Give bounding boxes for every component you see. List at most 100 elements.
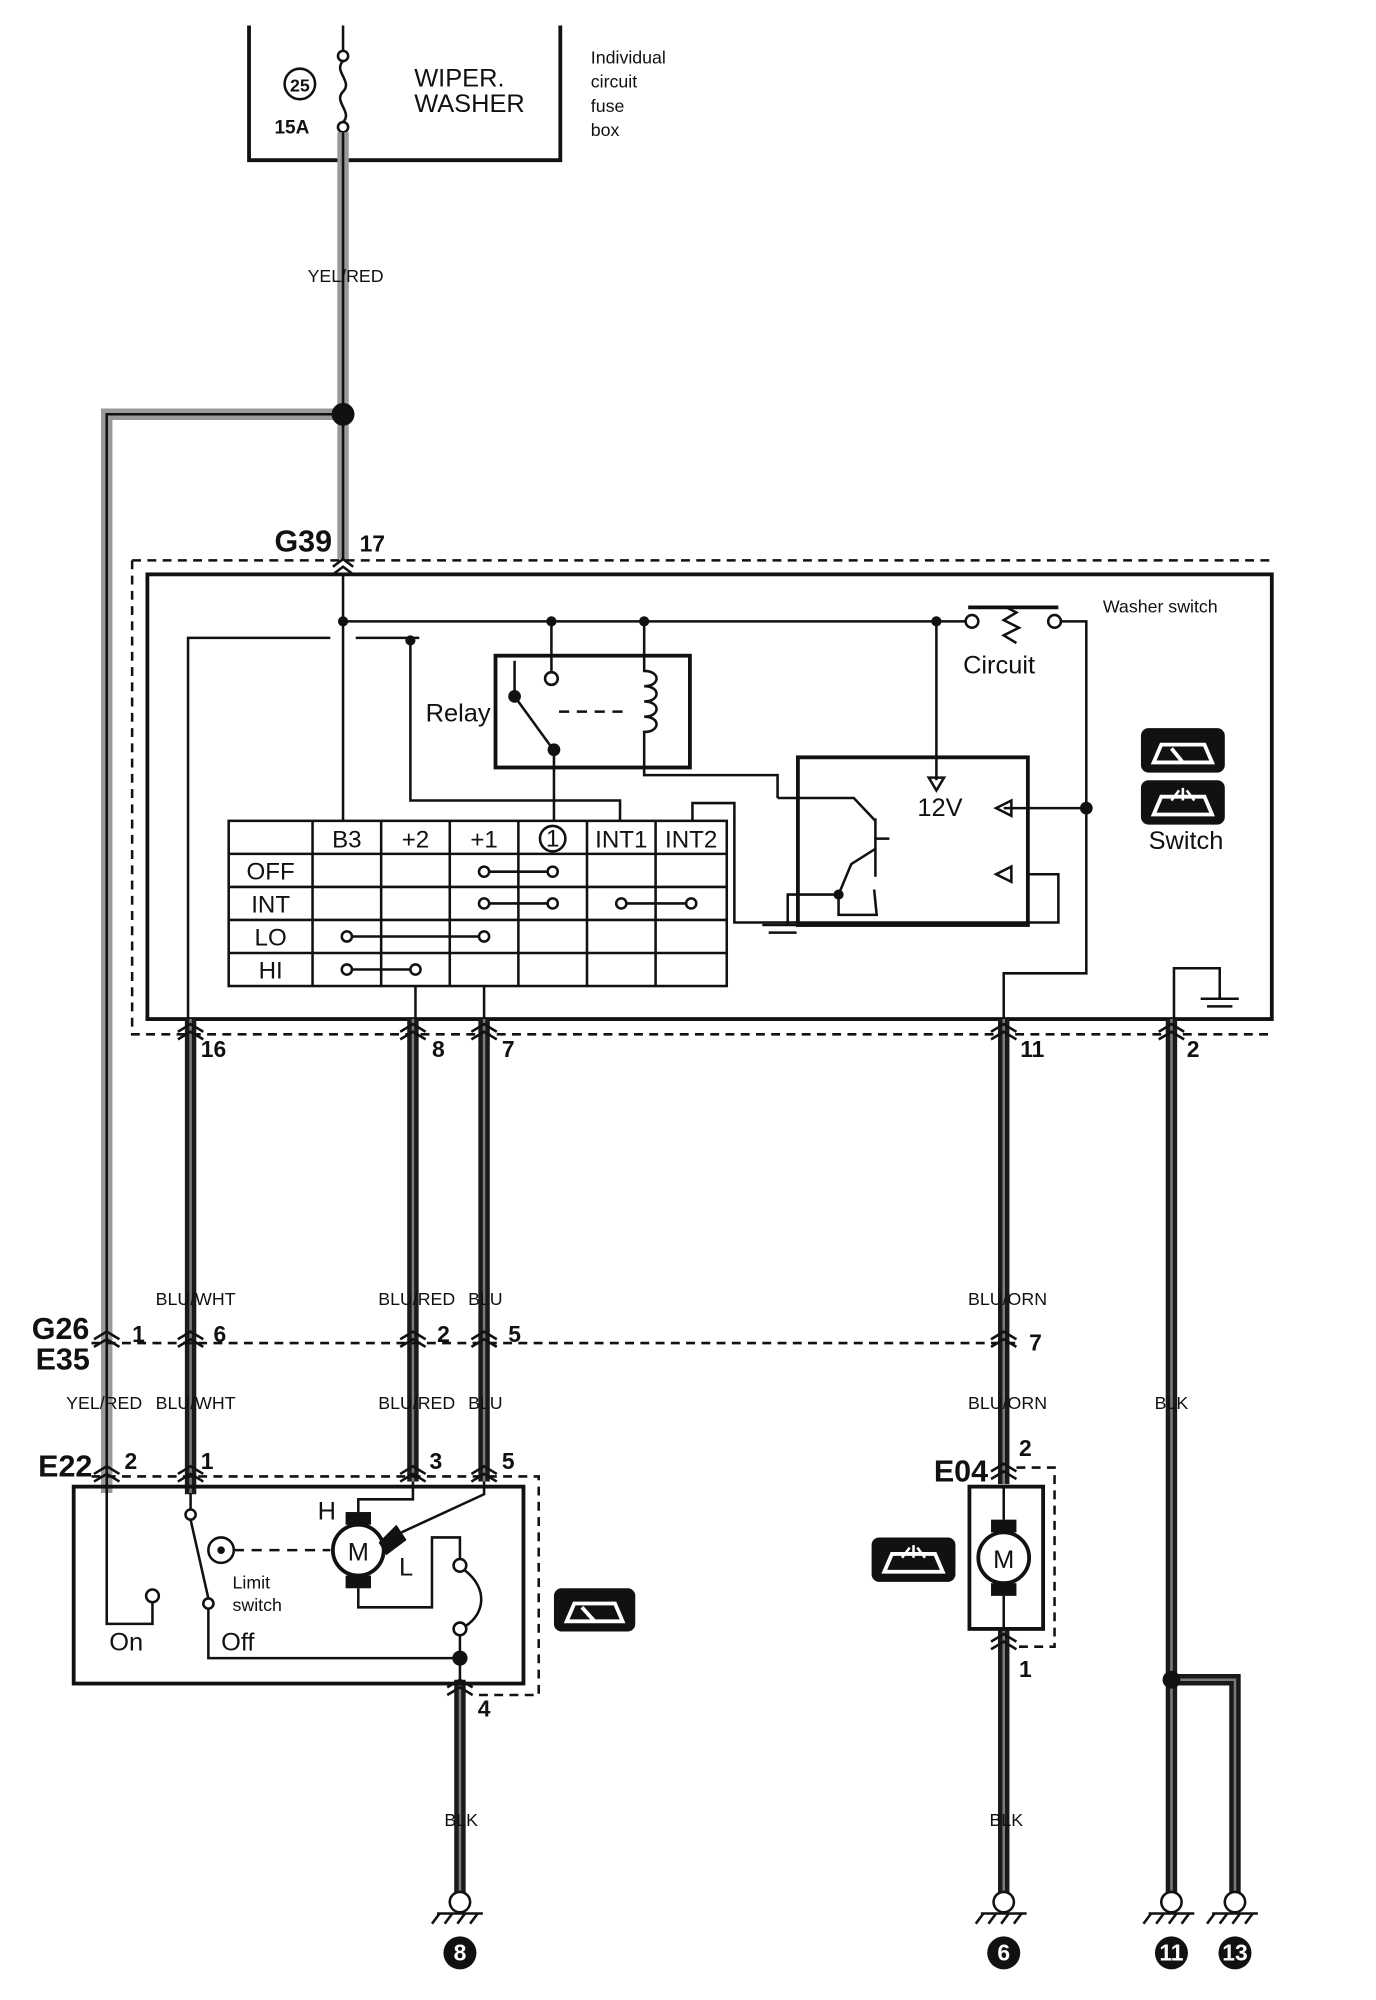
- ground-11: 11: [1142, 1890, 1195, 1970]
- washer-pump-icon: Ws: [871, 1534, 956, 1582]
- fuse-number-circle: [283, 67, 317, 101]
- e22-pin-1: 1: [201, 1448, 214, 1474]
- wiper-icon: Ws: [553, 1585, 636, 1632]
- motor-low-label: L: [399, 1554, 413, 1582]
- e04-harness-outline: [1016, 1466, 1056, 1648]
- ground-8-label: 8: [454, 1940, 467, 1966]
- connector-e22: E22: [38, 1449, 92, 1483]
- ground-13: 13: [1206, 1890, 1258, 1970]
- washer-icon: Ws: [1140, 725, 1225, 773]
- relay-coil-icon: [642, 621, 779, 798]
- timer-voltage-label: 12V: [917, 794, 962, 822]
- svg-text:Ws: Ws: [563, 1585, 589, 1605]
- wire-label-blk-right: BLK: [1155, 1393, 1189, 1413]
- fuse-circuit-name-2: WASHER: [414, 90, 525, 118]
- wiper-motor-housing: [71, 1484, 526, 1686]
- g39-pin-8: 8: [432, 1036, 445, 1062]
- wire-label-blu-red-lower: BLU/RED: [378, 1393, 455, 1413]
- svg-text:Ws: Ws: [1150, 725, 1176, 745]
- table-header-b3: B3: [332, 827, 362, 854]
- switch-position-table: B3 +2 +1 1 INT1 INT2 OFF INT LO HI: [227, 819, 729, 1020]
- wire-label-yel-red-lower: YEL/RED: [66, 1393, 142, 1413]
- switch-label: Switch: [1149, 827, 1224, 855]
- wire-label-blu-lower: BLU: [468, 1393, 503, 1413]
- circuit-breaker-label: Circuit: [963, 651, 1035, 679]
- ground-6-label: 6: [997, 1940, 1010, 1966]
- e22-pin-5: 5: [502, 1448, 515, 1474]
- fuse-box-note-2: circuit: [591, 72, 637, 92]
- connector-g39-top-mark: [332, 557, 354, 576]
- limit-switch-label-2: switch: [233, 1595, 282, 1615]
- harness-wires: [184, 1019, 1241, 1906]
- connector-e04: E04: [934, 1455, 988, 1489]
- g39-harness-outline: [130, 559, 1271, 1036]
- fuse-box-note-3: fuse: [591, 96, 625, 116]
- g26-pin-5: 5: [508, 1321, 521, 1347]
- relay-box: [493, 653, 692, 770]
- connector-g26: G26: [32, 1312, 90, 1346]
- table-row-lo: LO: [255, 924, 287, 951]
- wiper-motor-label: M: [348, 1538, 369, 1566]
- limit-switch-label-1: Limit: [233, 1572, 271, 1592]
- g26-pin-1: 1: [132, 1321, 145, 1347]
- table-header-int1: INT1: [595, 827, 647, 854]
- table-header-1: 1: [546, 825, 559, 852]
- wire-label-blu-upper: BLU: [468, 1289, 503, 1309]
- e22-pin-4: 4: [478, 1696, 491, 1722]
- wire-label-blu-red-upper: BLU/RED: [378, 1289, 455, 1309]
- fuse-rating: 15A: [274, 117, 309, 138]
- connector-e35: E35: [36, 1343, 90, 1377]
- wire-label-blu-wht-upper: BLU/WHT: [156, 1289, 236, 1309]
- wiper-motor-internals: On Off Limit switch M H L: [105, 1481, 486, 1684]
- svg-text:Ws: Ws: [1150, 777, 1176, 797]
- washer-motor-housing: [967, 1484, 1046, 1631]
- e22-pin-3: 3: [429, 1448, 442, 1474]
- g39-pin-7: 7: [502, 1036, 515, 1062]
- table-header-plus2: +2: [402, 827, 430, 854]
- g39-pin-2: 2: [1187, 1036, 1200, 1062]
- timer-module: [795, 755, 1030, 927]
- washer-switch-housing: [145, 572, 1274, 1021]
- ground-11-label: 11: [1159, 1940, 1183, 1966]
- e04-pin-1: 1: [1019, 1656, 1032, 1682]
- g26-pin-6: 6: [213, 1321, 226, 1347]
- table-header-int2: INT2: [665, 827, 717, 854]
- limit-switch-on-label: On: [109, 1629, 143, 1657]
- washer-spray-icon: Ws: [1140, 777, 1225, 825]
- wire-label-main-feed: YEL/RED: [308, 266, 384, 286]
- feed-junction: [331, 402, 355, 426]
- table-header-plus1: +1: [470, 827, 498, 854]
- g26-pin-2: 2: [437, 1321, 450, 1347]
- motor-high-label: H: [318, 1498, 336, 1526]
- svg-text:Ws: Ws: [880, 1534, 906, 1554]
- limit-switch-off-label: Off: [221, 1629, 255, 1657]
- transistor-icon: [777, 796, 890, 923]
- wire-label-blk-motor: BLK: [444, 1810, 478, 1830]
- g26-pin-7: 7: [1029, 1330, 1042, 1356]
- ground-13-label: 13: [1222, 1940, 1247, 1966]
- table-row-off: OFF: [247, 858, 295, 885]
- fuse-box-note-1: Individual: [591, 48, 666, 68]
- ground-6: 6: [974, 1890, 1027, 1970]
- washer-switch-title: Washer switch: [1103, 596, 1218, 616]
- connector-g39: G39: [274, 524, 332, 558]
- table-row-hi: HI: [259, 957, 283, 984]
- fuse-icon: [336, 25, 350, 134]
- g39-pin-11: 11: [1020, 1036, 1044, 1062]
- wire-label-blu-orn-upper: BLU/ORN: [968, 1289, 1047, 1309]
- ground-symbol-timer: [762, 922, 803, 934]
- ground-8: 8: [430, 1890, 483, 1970]
- fuse-box: 25 15A WIPER. WASHER Individual circuit …: [247, 25, 666, 163]
- g39-pin-16: 16: [201, 1036, 226, 1062]
- fuse-box-note-4: box: [591, 120, 620, 140]
- washer-switch-internal-wiring: Relay Circuit 12V: [186, 574, 1239, 1020]
- connector-g39-pin-17: 17: [360, 530, 385, 556]
- table-row-int: INT: [251, 891, 290, 918]
- fuse-circuit-name-1: WIPER.: [414, 64, 504, 92]
- wire-label-blk-washer: BLK: [989, 1810, 1023, 1830]
- wire-label-blu-orn-lower: BLU/ORN: [968, 1393, 1047, 1413]
- fuse-number: 25: [290, 76, 310, 96]
- e22-harness-outline: [91, 1475, 540, 1697]
- washer-motor-internals: M: [976, 1486, 1032, 1629]
